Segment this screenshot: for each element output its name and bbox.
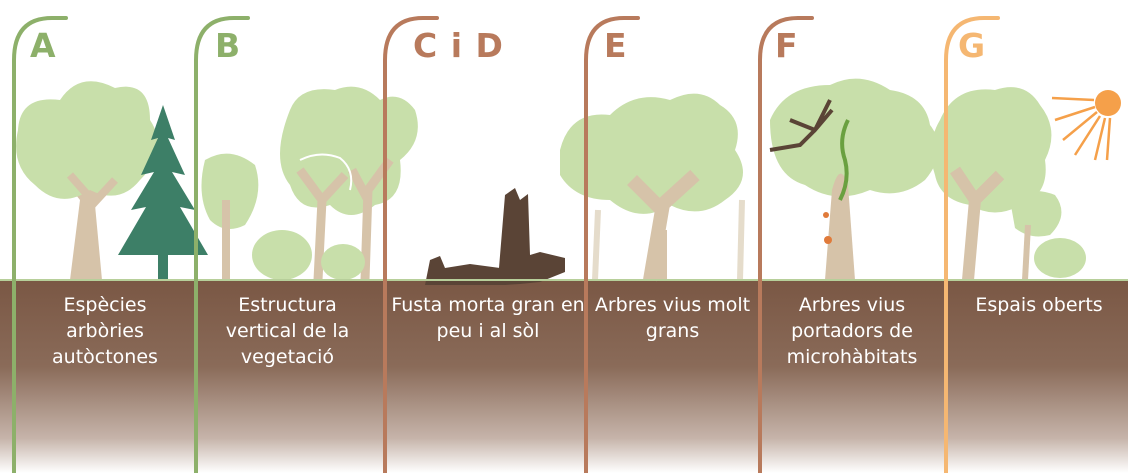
- microhabitat-tree-icon: [769, 78, 939, 280]
- section-divider-hook: [584, 16, 640, 473]
- shrub-icon: [252, 230, 365, 280]
- broadleaf-tree-icon: [16, 81, 158, 281]
- broadleaf-tree-icon: [931, 87, 1062, 281]
- section-letter-cid: C i D: [413, 26, 504, 65]
- section-label-f: Arbres vius portadors de microhàbitats: [786, 294, 918, 368]
- section-divider-hook: [383, 16, 439, 473]
- section-letter-f: F: [775, 26, 799, 65]
- section-letter-e: E: [604, 26, 628, 65]
- sun-icon: [1051, 90, 1121, 161]
- section-letter-a: A: [30, 26, 57, 65]
- section-label-b: Estructura vertical de la vegetació: [225, 294, 350, 368]
- section-letter-b: B: [215, 26, 242, 65]
- broadleaf-tree-icon: [560, 93, 745, 282]
- section-letter-g: G: [958, 26, 987, 65]
- section-label-a: Espècies arbòries autòctones: [52, 294, 158, 368]
- broadleaf-tree-icon: [201, 153, 259, 280]
- soil-band: [0, 280, 1128, 473]
- section-label-g: Espais oberts: [975, 294, 1103, 316]
- section-label-e: Arbres vius molt grans: [594, 294, 751, 342]
- conifer-icon: [118, 105, 208, 280]
- section-divider-hook: [12, 16, 68, 473]
- section-label-cid: Fusta morta gran en peu i al sòl: [391, 294, 585, 342]
- section-divider-hook: [194, 16, 250, 473]
- section-divider-hook: [758, 16, 814, 473]
- deadwood-icon: [425, 188, 565, 285]
- shrub-icon: [1034, 238, 1086, 278]
- section-divider-hook: [944, 16, 1000, 473]
